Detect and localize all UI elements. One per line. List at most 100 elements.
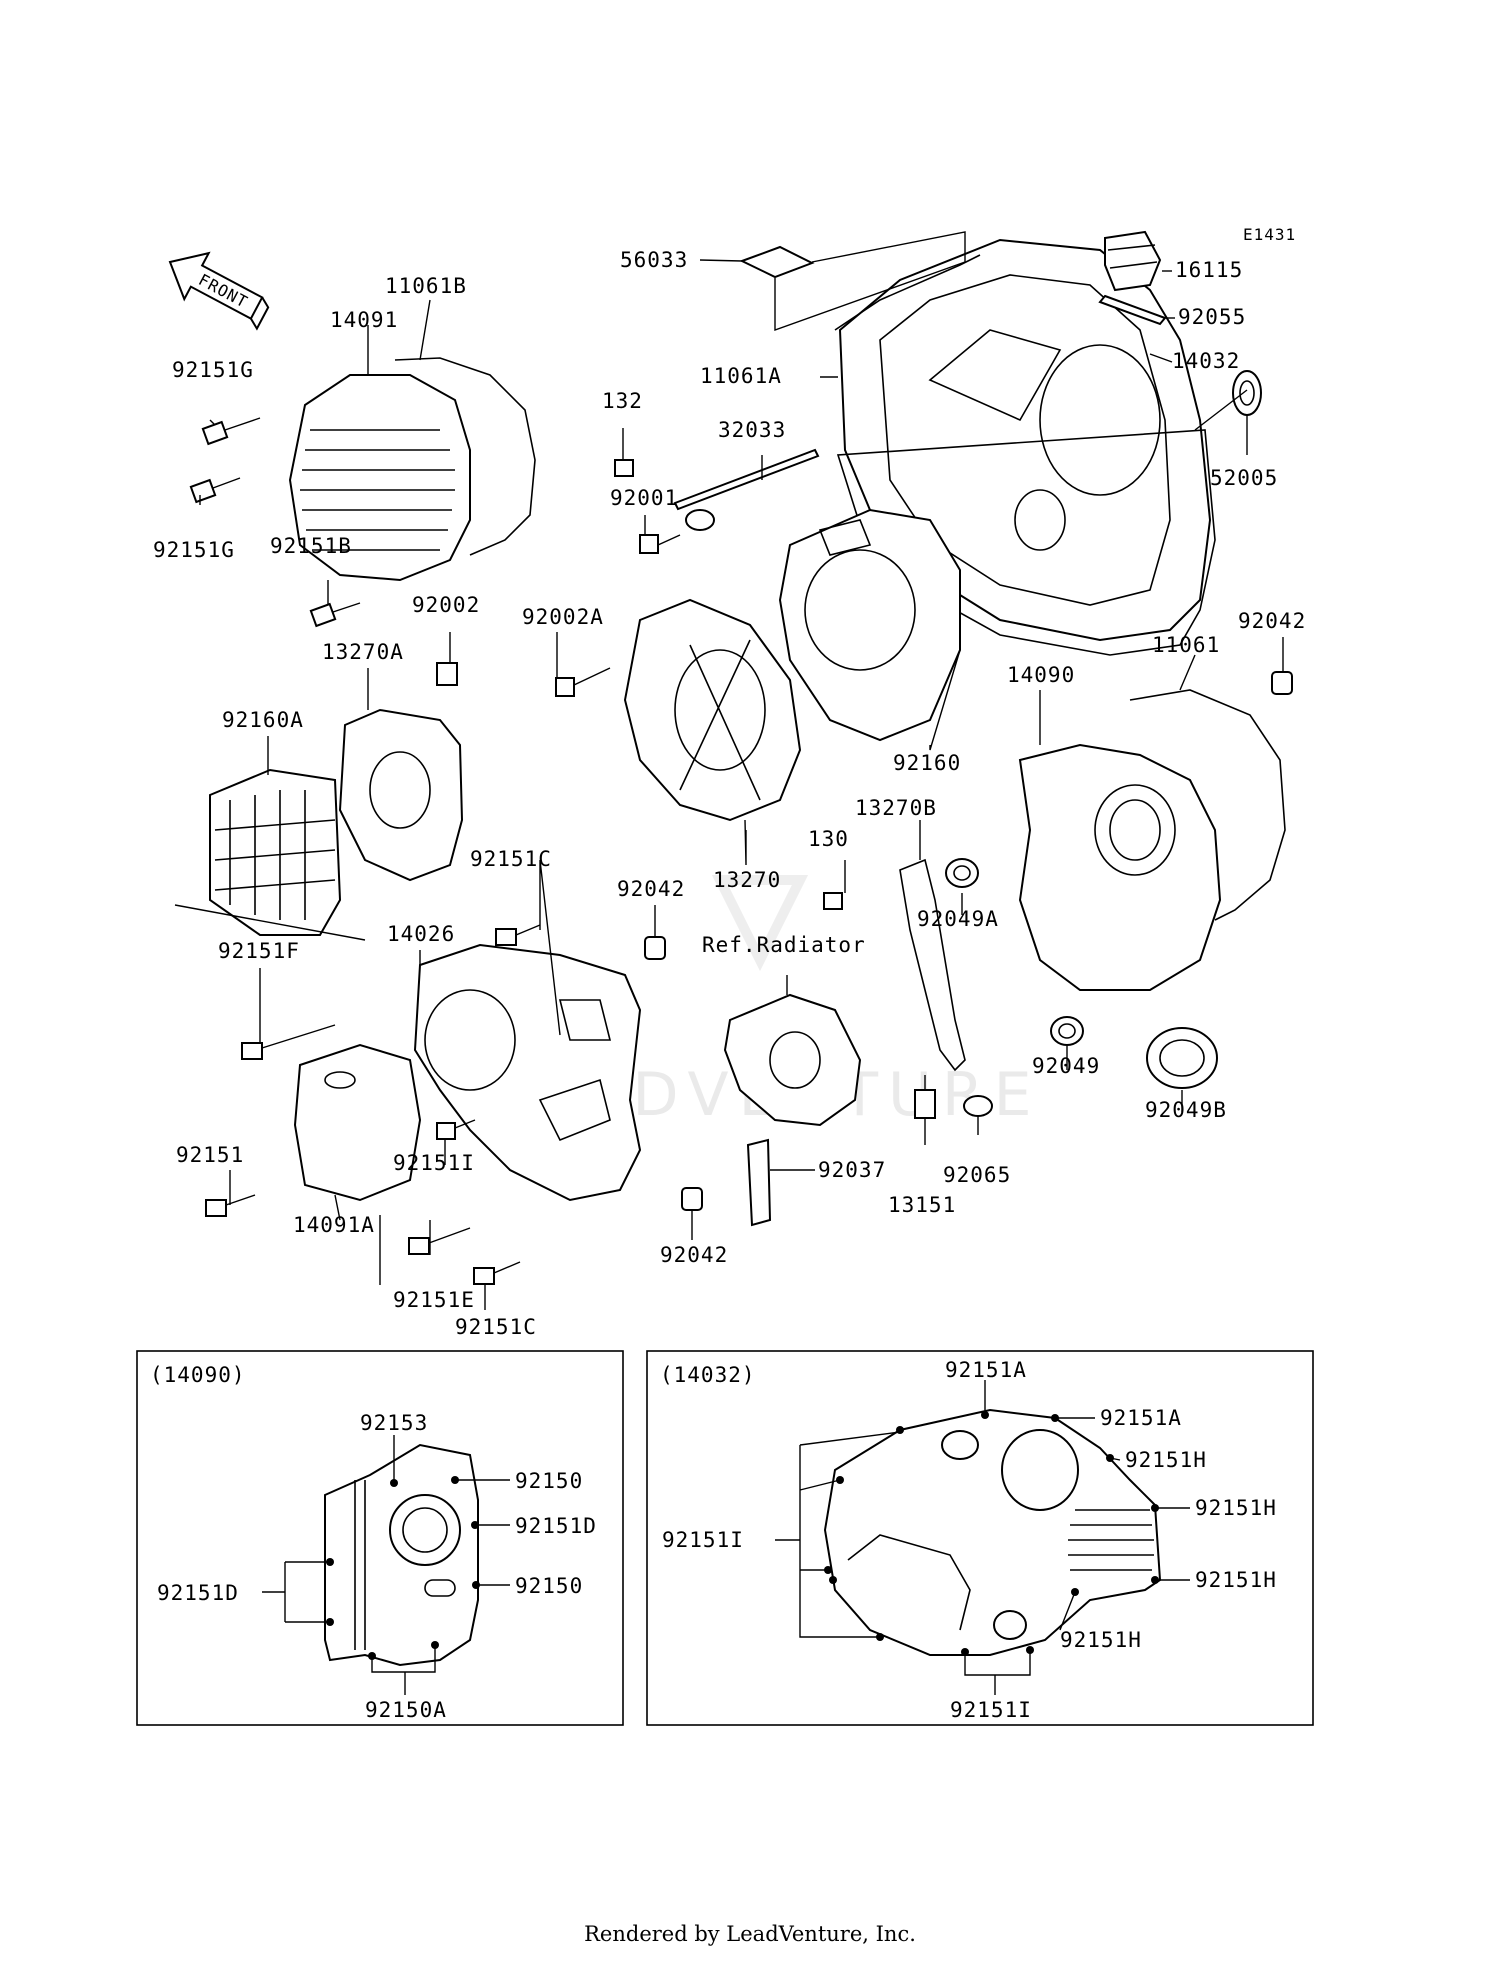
inset-right-label-92151H-a: 92151H xyxy=(1125,1448,1207,1472)
label-92042-right: 92042 xyxy=(1238,609,1306,633)
label-92049B: 92049B xyxy=(1145,1098,1227,1122)
label-92002: 92002 xyxy=(412,593,480,617)
label-14032: 14032 xyxy=(1172,349,1240,373)
bolt-92151B xyxy=(309,602,361,628)
inset-right-label-92151A-a: 92151A xyxy=(945,1358,1027,1382)
label-92002A: 92002A xyxy=(522,605,604,629)
seal-52005 xyxy=(1232,370,1262,416)
water-pump-cover xyxy=(723,993,862,1127)
inset-right-label-92151I-a: 92151I xyxy=(662,1528,744,1552)
bolt-92002 xyxy=(436,662,458,686)
bolt-92151F xyxy=(241,1024,336,1060)
label-92049A: 92049A xyxy=(917,907,999,931)
inset-right-label-92151H-d: 92151H xyxy=(1060,1628,1142,1652)
bolt-92002A xyxy=(555,667,611,697)
washer-92065 xyxy=(963,1095,993,1117)
label-11061B: 11061B xyxy=(385,274,467,298)
label-13270A: 13270A xyxy=(322,640,404,664)
leader-lines xyxy=(174,231,1284,1310)
bolt-92151 xyxy=(205,1194,256,1217)
label-92042-center: 92042 xyxy=(617,877,685,901)
label-92037: 92037 xyxy=(818,1158,886,1182)
bolt-92151C-upper xyxy=(495,924,541,946)
seal-92049 xyxy=(1050,1016,1084,1046)
gasket-11061A xyxy=(834,254,1216,656)
label-92160: 92160 xyxy=(893,751,961,775)
seal-92049B xyxy=(1146,1027,1218,1089)
label-92151: 92151 xyxy=(176,1143,244,1167)
label-92055: 92055 xyxy=(1178,305,1246,329)
seal-92049A xyxy=(945,858,979,888)
label-11061A: 11061A xyxy=(700,364,782,388)
cover-14026 xyxy=(413,943,642,1202)
inset-left-label-92150-b: 92150 xyxy=(515,1574,583,1598)
label-92151C-upper: 92151C xyxy=(470,847,552,871)
label-92151B: 92151B xyxy=(270,534,352,558)
cover-14090 xyxy=(1018,743,1222,991)
label-13270B: 13270B xyxy=(855,796,937,820)
dowel-92042-bottom xyxy=(681,1187,703,1211)
footer-credit: Rendered by LeadVenture, Inc. xyxy=(584,1922,916,1946)
bolt-92151C-lower xyxy=(473,1261,521,1285)
inset-left-label-92150A: 92150A xyxy=(365,1698,447,1722)
label-92151G-upper: 92151G xyxy=(172,358,254,382)
rod-32033 xyxy=(614,448,820,554)
bolt-130 xyxy=(823,892,843,910)
diagram-code: E1431 xyxy=(1243,225,1296,244)
insulator-92160 xyxy=(778,508,961,742)
main-labels: 56033 16115 92055 14032 11061A 52005 110… xyxy=(153,248,1306,1339)
bolt-92151G-lower xyxy=(189,477,241,504)
inset-left-label-92153: 92153 xyxy=(360,1411,428,1435)
label-16115: 16115 xyxy=(1175,258,1243,282)
grille-92160A xyxy=(209,768,342,936)
plate-13270A xyxy=(338,708,464,882)
gasket-11061 xyxy=(1129,689,1286,921)
inset-14032: (14032) 92151A 92151A xyxy=(646,1350,1314,1726)
label-92160A: 92160A xyxy=(222,708,304,732)
label-130: 130 xyxy=(808,827,849,851)
o-ring-92055 xyxy=(1098,294,1167,326)
inset-right-title: (14032) xyxy=(660,1363,756,1387)
inset-left-label-92151D-b: 92151D xyxy=(157,1581,239,1605)
label-132: 132 xyxy=(602,389,643,413)
inset-left-label-92151D-a: 92151D xyxy=(515,1514,597,1538)
bolt-92151I xyxy=(436,1119,476,1140)
label-52005: 52005 xyxy=(1210,466,1278,490)
inset-left-title: (14090) xyxy=(150,1363,246,1387)
clamp-92037 xyxy=(746,1138,772,1227)
dowel-92042-right xyxy=(1271,671,1293,695)
inset-right-label-92151A-b: 92151A xyxy=(1100,1406,1182,1430)
plate-13270 xyxy=(623,598,802,822)
inset-right-label-92151H-c: 92151H xyxy=(1195,1568,1277,1592)
label-92151I: 92151I xyxy=(393,1151,475,1175)
cover-14091 xyxy=(288,374,471,582)
label-32033: 32033 xyxy=(718,418,786,442)
gasket-11061B xyxy=(394,357,536,556)
label-92151G-lower: 92151G xyxy=(153,538,235,562)
front-arrow-icon: FRONT xyxy=(168,251,270,331)
label-92049: 92049 xyxy=(1032,1054,1100,1078)
inset-left-label-92150-a: 92150 xyxy=(515,1469,583,1493)
label-13151: 13151 xyxy=(888,1193,956,1217)
label-13270: 13270 xyxy=(713,868,781,892)
label-14091: 14091 xyxy=(330,308,398,332)
label-14091A: 14091A xyxy=(293,1213,375,1237)
oil-cap-16115 xyxy=(1104,230,1162,292)
label-11061: 11061 xyxy=(1152,633,1220,657)
inset-right-label-92151I-b: 92151I xyxy=(950,1698,1032,1722)
label-14026: 14026 xyxy=(387,922,455,946)
label-92151C-lower: 92151C xyxy=(455,1315,537,1339)
ref-radiator-label: Ref.Radiator xyxy=(702,933,866,957)
label-14090: 14090 xyxy=(1007,663,1075,687)
gasket-13270B xyxy=(899,858,966,1072)
label-92151E: 92151E xyxy=(393,1288,475,1312)
label-92065: 92065 xyxy=(943,1163,1011,1187)
inset-right-label-92151H-b: 92151H xyxy=(1195,1496,1277,1520)
label-92042-bottom: 92042 xyxy=(660,1243,728,1267)
label-92151F: 92151F xyxy=(218,939,300,963)
label-56033: 56033 xyxy=(620,248,688,272)
label-56033 xyxy=(739,245,815,279)
label-92001: 92001 xyxy=(610,486,678,510)
bolt-92151G-upper xyxy=(201,417,261,446)
